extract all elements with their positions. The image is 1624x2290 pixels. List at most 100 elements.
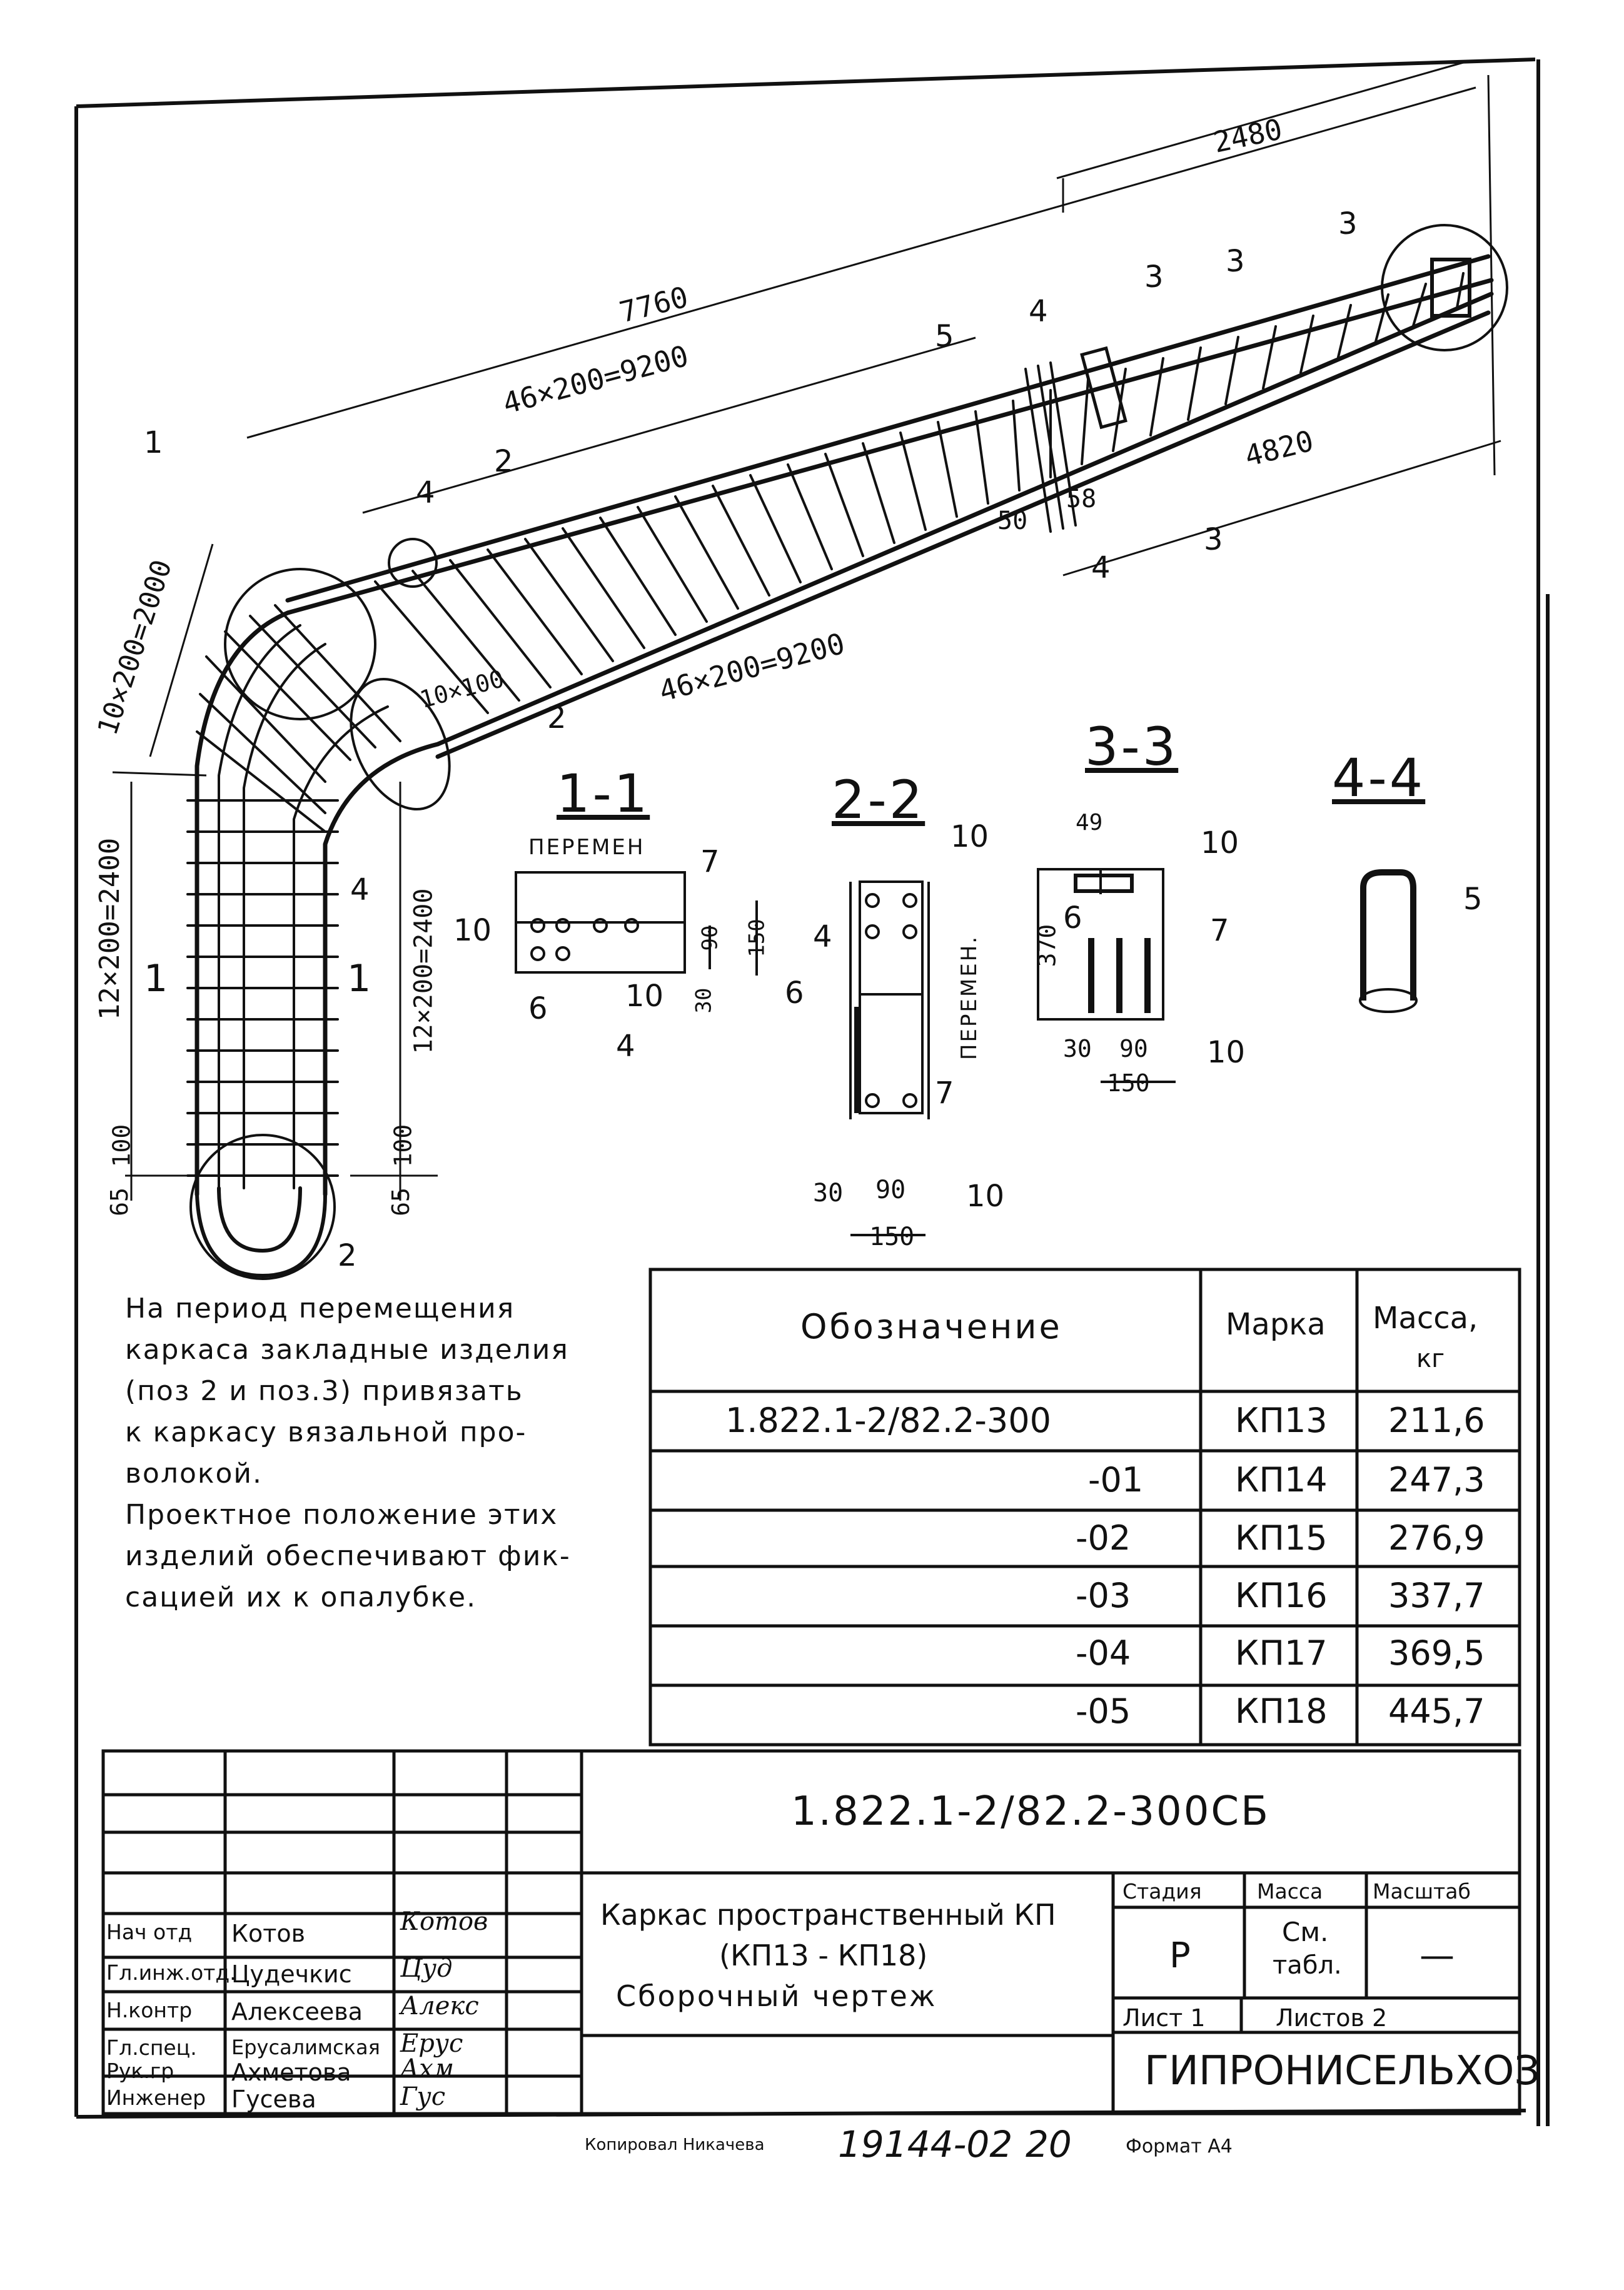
section-1-1-callout-7: 7 (700, 844, 720, 879)
spec-header-mass: Масса, (1373, 1301, 1478, 1336)
footer-doc-number: 19144-02 (838, 2123, 1013, 2166)
mass-value-line-2: табл. (1273, 1951, 1342, 1980)
spec-row-1-mark: КП13 (1235, 1401, 1328, 1440)
scale-value: — (1420, 1935, 1455, 1976)
section-3-3-dim-49: 49 (1076, 810, 1103, 835)
signature-role: Гл.инж.отд. (106, 1960, 236, 1985)
mass-label: Масса (1257, 1879, 1323, 1904)
organization-name: ГИПРОНИСЕЛЬХОЗ (1144, 2048, 1540, 2094)
dim-left-pitch-inner: 12×200=2400 (409, 888, 438, 1054)
note-line: сацией их к опалубке. (125, 1581, 477, 1613)
mark-pos-3-top: 3 (1338, 206, 1358, 241)
signature-role: Гл.спец. (106, 2035, 197, 2060)
section-3-3-dim-30: 30 (1063, 1035, 1092, 1062)
section-3-3-dim-150: 150 (1107, 1069, 1150, 1097)
signature-name: Алексеева (231, 1998, 363, 2025)
mass-value-line-1: См. (1282, 1917, 1329, 1947)
mark-pos-2-foot: 2 (338, 1238, 357, 1273)
note-line: каркаса закладные изделия (125, 1334, 569, 1366)
spec-row-3-mass: 276,9 (1388, 1518, 1485, 1558)
cage-drawing (186, 224, 1508, 1280)
spec-row-4-code: -03 (1076, 1576, 1131, 1615)
mark-section-3-upper: 3 (1144, 260, 1164, 295)
section-1-1-drawing (515, 871, 758, 976)
signature-name: Ерусалимская (231, 2035, 380, 2059)
section-3-3-callout-7: 7 (1210, 913, 1229, 948)
section-2-2-callout-6: 6 (785, 976, 804, 1011)
spec-header-mark: Марка (1226, 1307, 1326, 1342)
signature-name: Цудечкис (231, 1960, 352, 1988)
mark-pos-4-leg: 4 (350, 872, 370, 907)
handwritten-signature: Цуд (400, 1954, 453, 1983)
mark-pos-3-plate: 3 (1226, 244, 1245, 279)
section-1-1-dim-30: 30 (691, 987, 717, 1014)
section-1-1-dim-150: 150 (744, 919, 770, 957)
mark-pos-4-corner: 4 (416, 475, 435, 510)
section-2-2-dim-30: 30 (813, 1179, 844, 1208)
document-code: 1.822.1-2/82.2-300СБ (791, 1788, 1270, 1835)
mark-section-2-lower: 2 (547, 700, 567, 735)
spec-row-1-code: 1.822.1-2/82.2-300 (725, 1401, 1051, 1440)
signature-name: Ахметова (231, 2059, 351, 2086)
drawing-title-line-3: Сборочный чертеж (616, 1979, 937, 2013)
spec-row-6-code: -05 (1076, 1692, 1131, 1731)
section-2-2-drawing (849, 880, 930, 1236)
note-line: Проектное положение этих (125, 1499, 558, 1531)
dim-left-pitch: 12×200=2400 (94, 837, 126, 1021)
dim-inner-100: 100 (389, 1124, 417, 1168)
spec-row-2-code: -01 (1088, 1460, 1144, 1500)
section-3-3-callout-6: 6 (1063, 900, 1082, 936)
spec-row-4-mark: КП16 (1235, 1576, 1328, 1615)
handwritten-signature: Гус (400, 2082, 446, 2111)
mark-section-3-lower: 3 (1204, 522, 1223, 557)
dim-gap-50: 50 (997, 507, 1028, 535)
spec-row-3-code: -02 (1076, 1518, 1131, 1558)
dimension-lines (112, 61, 1501, 1201)
note-line: (поз 2 и поз.3) привязать (125, 1375, 523, 1407)
spec-header-designation: Обозначение (800, 1307, 1062, 1346)
spec-row-5-mark: КП17 (1235, 1633, 1328, 1673)
note-line: изделий обеспечивают фик- (125, 1540, 571, 1572)
dim-gap-58: 58 (1066, 485, 1097, 513)
footer-format: Формат А4 (1126, 2136, 1233, 2157)
note-line: На период перемещения (125, 1293, 515, 1324)
spec-table-grid (648, 1268, 1521, 1747)
section-3-3-drawing (1037, 868, 1176, 1083)
note-line: волокой. (125, 1458, 263, 1490)
section-4-4-callout-5: 5 (1463, 882, 1483, 917)
sheet-label: Лист 1 (1122, 2004, 1206, 2032)
section-3-3-dim-370: 370 (1033, 924, 1061, 967)
section-3-3-dim-90: 90 (1119, 1035, 1148, 1062)
handwritten-signature: Ахм (400, 2054, 455, 2083)
spec-row-1-mass: 211,6 (1388, 1401, 1485, 1440)
dim-inner-65: 65 (386, 1188, 415, 1216)
spec-row-5-code: -04 (1076, 1633, 1131, 1673)
section-1-1-callout-6: 6 (528, 991, 548, 1026)
signature-role: Н.контр (106, 1998, 193, 2022)
section-2-2-dim-90: 90 (875, 1176, 906, 1204)
section-1-1-dim-90: 90 (697, 925, 723, 951)
signature-name: Гусева (231, 2086, 316, 2113)
drawing-title-line-1: Каркас пространственный КП (600, 1898, 1056, 1932)
section-3-3-title: 3-3 (1085, 716, 1179, 777)
assembly-note: На период перемещения каркаса закладные … (125, 1288, 571, 1618)
section-2-2-label: ПЕРЕМЕН. (957, 934, 982, 1061)
section-1-1-title: 1-1 (557, 763, 650, 824)
mark-pos-1: 1 (144, 425, 163, 460)
section-4-4-title: 4-4 (1332, 747, 1426, 809)
scale-label: Масштаб (1373, 1879, 1471, 1904)
dim-left-65: 65 (105, 1188, 133, 1216)
note-line: к каркасу вязальной про- (125, 1416, 527, 1448)
stage-value: Р (1169, 1935, 1191, 1976)
handwritten-signature: Алекс (400, 1992, 479, 2020)
mark-section-4-lower: 4 (1091, 550, 1111, 585)
section-3-3-callout-10-bottom: 10 (1207, 1035, 1246, 1070)
footer-page-number: 20 (1026, 2123, 1072, 2166)
spec-row-6-mark: КП18 (1235, 1692, 1328, 1731)
section-2-2-callout-4: 4 (813, 919, 832, 954)
section-2-2-title: 2-2 (832, 769, 925, 830)
spec-row-6-mass: 445,7 (1388, 1692, 1485, 1731)
mark-pos-5: 5 (935, 319, 954, 354)
spec-row-4-mass: 337,7 (1388, 1576, 1485, 1615)
section-2-2-dim-150: 150 (869, 1223, 915, 1251)
